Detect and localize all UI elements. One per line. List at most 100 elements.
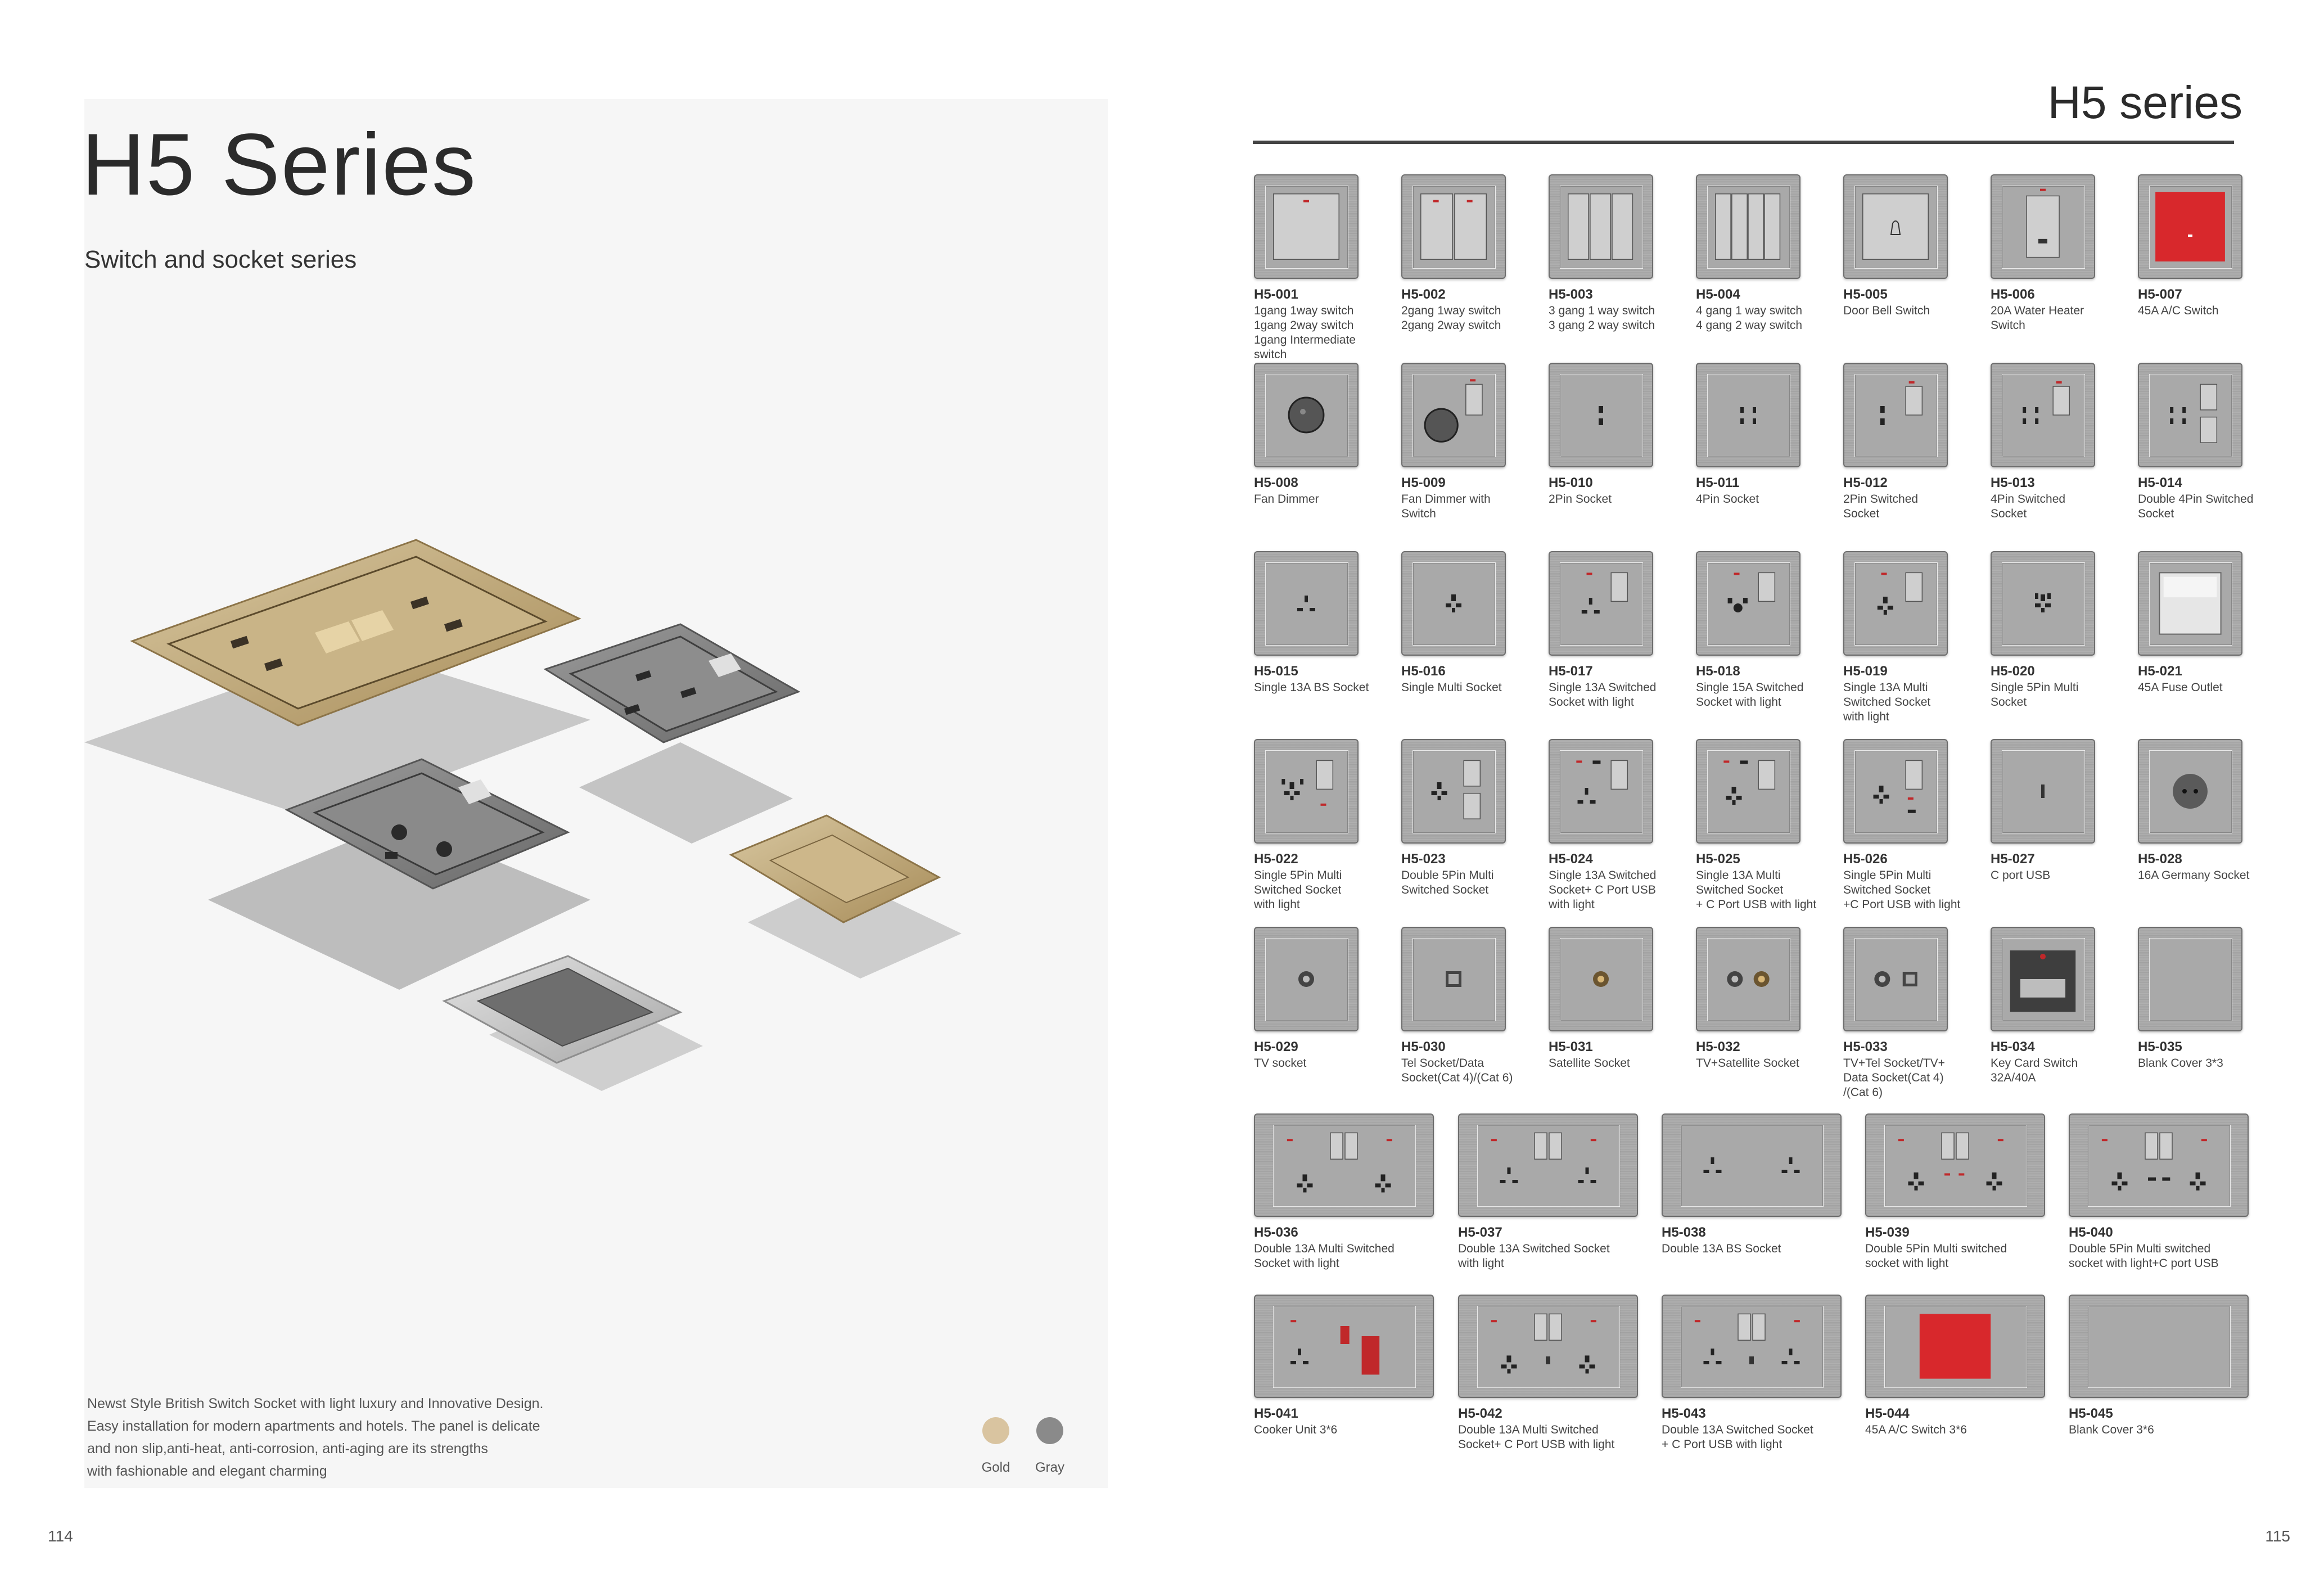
multi-icon xyxy=(1401,551,1506,656)
product-name-line: 32A/40A xyxy=(1991,1071,2036,1084)
product-name-line: with light xyxy=(1458,1257,1504,1270)
blank-icon xyxy=(2138,927,2242,1031)
switch-2-icon xyxy=(1401,174,1506,279)
product-name-line: Switched Socket xyxy=(1401,883,1489,896)
product-name: Single 13A BS Socket xyxy=(1254,680,1389,695)
product-code: H5-039 xyxy=(1865,1225,1910,1240)
product-code: H5-025 xyxy=(1696,851,1740,867)
product-code: H5-037 xyxy=(1458,1225,1502,1240)
product-code: H5-001 xyxy=(1254,287,1298,302)
pin2-icon xyxy=(1549,363,1653,467)
page-subtitle: Switch and socket series xyxy=(84,246,357,273)
tv-sat-icon xyxy=(1696,927,1800,1031)
product-name-line: Double 5Pin Multi xyxy=(1401,869,1494,882)
product-code: H5-022 xyxy=(1254,851,1298,867)
product-name-line: Data Socket(Cat 4) xyxy=(1843,1071,1944,1084)
product-code: H5-018 xyxy=(1696,664,1740,679)
product-name: 45A A/C Switch 3*6 xyxy=(1865,1423,2056,1437)
dimmer-switch-icon xyxy=(1401,363,1506,467)
product-description: Newst Style British Switch Socket with l… xyxy=(87,1392,649,1482)
product-name-line: Switch xyxy=(1401,507,1436,520)
product-name-line: 16A Germany Socket xyxy=(2138,869,2250,882)
pin4-icon xyxy=(1696,363,1800,467)
product-code: H5-035 xyxy=(2138,1039,2182,1054)
wide-bs-icon xyxy=(1458,1113,1638,1217)
product-code: H5-043 xyxy=(1662,1406,1706,1421)
product-code: H5-010 xyxy=(1549,475,1593,490)
product-name-line: 20A Water Heater xyxy=(1991,304,2084,317)
product-name-line: 4Pin Switched xyxy=(1991,493,2066,506)
product-name: Single Multi Socket xyxy=(1401,680,1536,695)
product-name-line: Socket+ C Port USB with light xyxy=(1458,1438,1615,1451)
product-code: H5-017 xyxy=(1549,664,1593,679)
product-name: Double 13A Switched Socket+ C Port USB w… xyxy=(1662,1423,1853,1452)
product-name-line: socket with light xyxy=(1865,1257,1949,1270)
product-name-line: Blank Cover 3*3 xyxy=(2138,1057,2223,1070)
product-name-line: Single 13A Switched xyxy=(1549,869,1657,882)
gold-swatch-label: Gold xyxy=(981,1460,1010,1475)
description-line-4: with fashionable and elegant charming xyxy=(87,1463,327,1479)
right-page-number: 115 xyxy=(2265,1527,2290,1545)
product-name: 45A A/C Switch xyxy=(2138,304,2273,318)
product-name-line: Cooker Unit 3*6 xyxy=(1254,1423,1338,1436)
product-name-line: Single Multi Socket xyxy=(1401,681,1502,694)
product-name-line: switch xyxy=(1254,348,1287,361)
product-name: TV socket xyxy=(1254,1056,1389,1071)
product-name-line: 1gang 2way switch xyxy=(1254,319,1354,332)
product-name-line: Single 5Pin Multi xyxy=(1843,869,1932,882)
product-name-line: 3 gang 2 way switch xyxy=(1549,319,1655,332)
description-line-2: Easy installation for modern apartments … xyxy=(87,1418,540,1434)
gold-color-swatch xyxy=(982,1417,1009,1444)
wide-bs-plain-icon xyxy=(1662,1113,1842,1217)
product-code: H5-038 xyxy=(1662,1225,1706,1240)
product-name: 16A Germany Socket xyxy=(2138,868,2273,883)
product-name: Cooker Unit 3*6 xyxy=(1254,1423,1445,1437)
product-code: H5-036 xyxy=(1254,1225,1298,1240)
product-name-line: 1gang 1way switch xyxy=(1254,304,1354,317)
product-name-line: Single 13A Multi xyxy=(1843,681,1928,694)
product-name-line: Blank Cover 3*6 xyxy=(2069,1423,2154,1436)
title-divider xyxy=(1253,141,2234,144)
description-line-3: and non slip,anti-heat, anti-corrosion, … xyxy=(87,1441,488,1457)
product-code: H5-014 xyxy=(2138,475,2182,490)
product-name-line: Socket with light xyxy=(1254,1257,1339,1270)
wide-bs-usb-icon xyxy=(1662,1295,1842,1398)
product-name-line: Double 13A Multi Switched xyxy=(1254,1242,1395,1255)
product-name-line: with light xyxy=(1254,898,1300,911)
description-line-1: Newst Style British Switch Socket with l… xyxy=(87,1396,544,1412)
switch-3-icon xyxy=(1549,174,1653,279)
ac-red-icon xyxy=(2138,174,2242,279)
product-name-line: Key Card Switch xyxy=(1991,1057,2078,1070)
product-code: H5-006 xyxy=(1991,287,2035,302)
product-name-line: Socket with light xyxy=(1549,696,1634,709)
data-icon xyxy=(1401,927,1506,1031)
product-name-line: Door Bell Switch xyxy=(1843,304,1930,317)
product-name-line: TV+Satellite Socket xyxy=(1696,1057,1799,1070)
product-name-line: + C Port USB with light xyxy=(1696,898,1817,911)
